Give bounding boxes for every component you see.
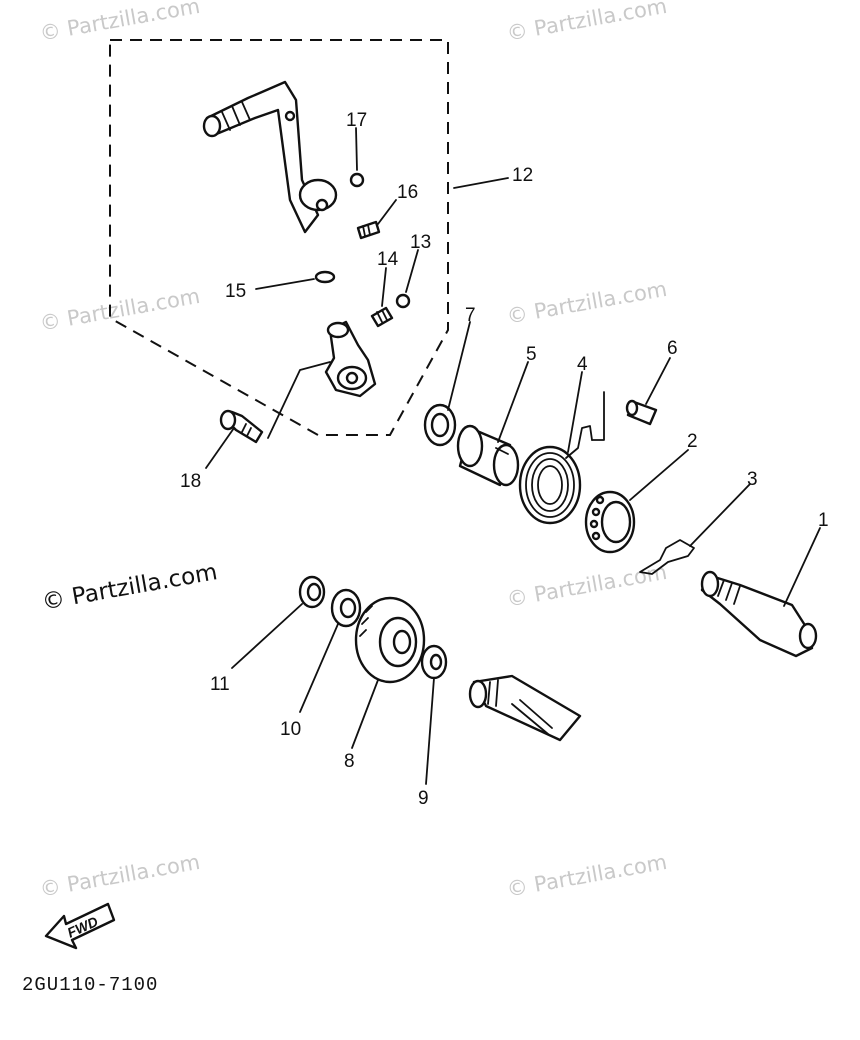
callout-11: 11 [210,674,230,695]
callout-12: 12 [512,165,533,186]
part-1-kick-axle [700,570,818,658]
callout-8: 8 [344,751,355,772]
part-2-ratchet [584,490,636,554]
part-11-circlip [298,575,326,609]
callout-9: 9 [418,788,429,809]
callout-3: 3 [747,469,758,490]
fwd-label: FWD [65,913,101,941]
crank-boss [324,320,377,398]
part-6-pin [591,391,658,441]
diagram-code: 2GU110-7100 [22,974,159,996]
callout-13: 13 [410,232,431,253]
part-4-torsion-spring [518,425,593,525]
part-18-bolt [219,409,264,444]
callout-17: 17 [346,110,367,131]
kick-crank-lever [202,80,338,234]
callout-14: 14 [377,249,399,270]
part-16-bolt [356,220,381,240]
part-3-clip-spring [639,539,695,575]
callout-1: 1 [818,510,829,531]
fwd-arrow-icon: FWD [44,902,116,950]
part-15-clip [314,270,336,284]
callout-4: 4 [577,354,588,375]
leader-lines [205,127,821,785]
part-7-circlip [423,403,457,447]
assembly-boundary [109,39,449,436]
part-13-ball [395,293,411,309]
callout-6: 6 [667,338,678,359]
part-5-spring-guide [456,424,520,487]
callout-7: 7 [465,305,476,326]
callout-18: 18 [180,471,201,492]
part-9-washer [420,644,448,680]
callout-10: 10 [280,719,301,740]
callout-16: 16 [397,182,418,203]
callout-2: 2 [687,431,698,452]
part-17-ball [349,172,365,188]
callout-15: 15 [225,281,246,302]
part-14-spring [370,306,394,328]
part-10-washer [330,588,362,628]
part-8-idle-gear [354,596,426,684]
callout-5: 5 [526,344,537,365]
main-shaft [468,674,582,742]
